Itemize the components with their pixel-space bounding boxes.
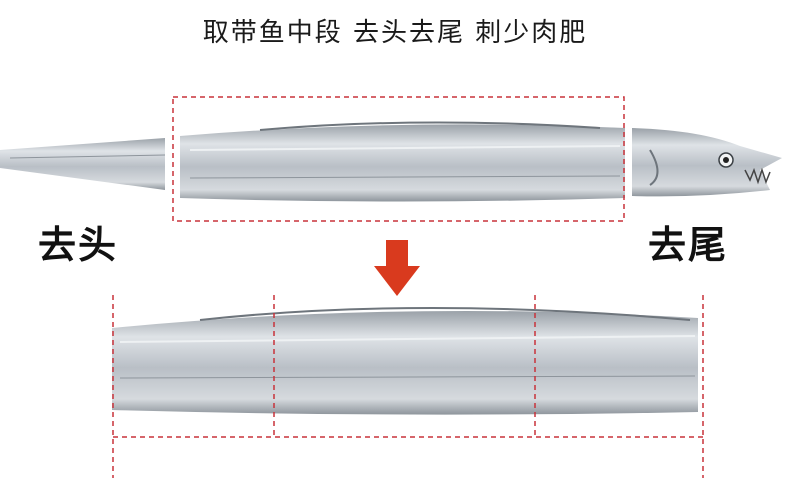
crop-box xyxy=(172,96,625,222)
cut-guides xyxy=(112,295,704,478)
fish-tail-piece xyxy=(0,138,166,190)
remove-head-label: 去头 xyxy=(38,222,119,267)
fish-head-piece xyxy=(632,128,782,197)
fish-middle-enlarged xyxy=(112,307,698,415)
down-arrow-icon xyxy=(374,240,420,296)
page-title: 取带鱼中段 去头去尾 刺少肉肥 xyxy=(202,18,588,48)
fish-teeth-icon xyxy=(744,167,771,185)
fish-middle-section xyxy=(180,121,625,202)
remove-tail-label: 去尾 xyxy=(648,222,729,267)
